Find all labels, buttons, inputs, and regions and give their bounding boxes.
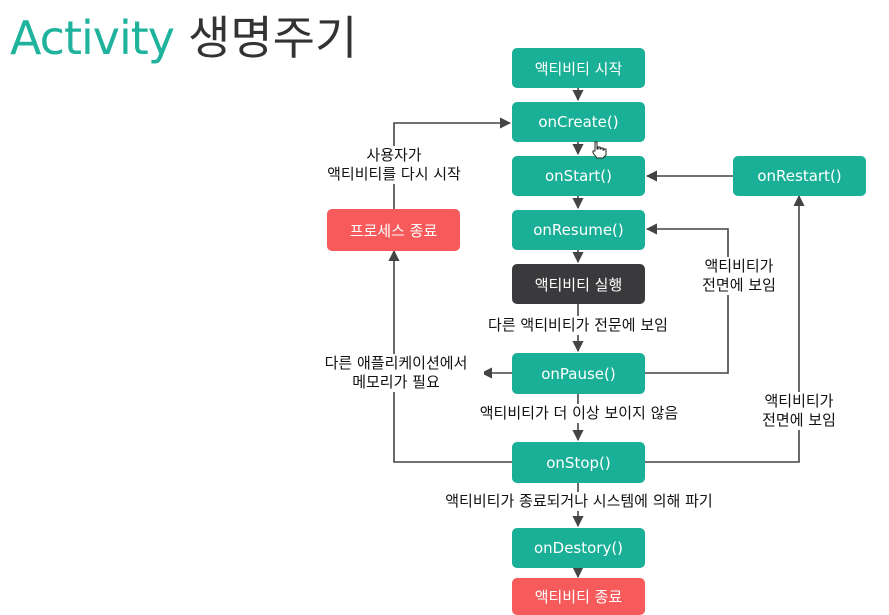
node-on-resume: onResume() bbox=[512, 210, 645, 250]
label-finishing: 액티비티가 종료되거나 시스템에 의해 파기 bbox=[420, 492, 738, 511]
node-activity-running: 액티비티 실행 bbox=[512, 264, 645, 304]
label-foreground-resume-line1: 액티비티가 bbox=[704, 257, 774, 275]
title-activity: Activity bbox=[10, 11, 175, 65]
node-activity-start: 액티비티 시작 bbox=[512, 48, 645, 88]
node-on-pause: onPause() bbox=[512, 353, 645, 394]
node-activity-end: 액티비티 종료 bbox=[512, 578, 645, 615]
label-foreground-resume-line2: 전면에 보임 bbox=[702, 276, 776, 294]
node-on-stop: onStop() bbox=[512, 442, 645, 483]
label-memory-needed-line2: 메모리가 필요 bbox=[352, 373, 440, 391]
label-foreground-restart-line2: 전면에 보임 bbox=[762, 411, 836, 429]
node-on-destroy: onDestory() bbox=[512, 528, 645, 568]
label-not-visible: 액티비티가 더 이상 보이지 않음 bbox=[460, 404, 698, 423]
label-user-restart-line2: 액티비티를 다시 시작 bbox=[327, 165, 461, 183]
node-process-killed: 프로세스 종료 bbox=[327, 209, 460, 251]
arrow-pause-to-resume bbox=[645, 223, 729, 374]
node-on-restart: onRestart() bbox=[733, 156, 866, 196]
hand-pointer-icon bbox=[592, 141, 607, 159]
label-other-foreground: 다른 액티비티가 전문에 보임 bbox=[470, 316, 686, 335]
arrow-stop-to-restart bbox=[645, 194, 805, 463]
label-memory-needed-line1: 다른 애플리케이션에서 bbox=[324, 354, 468, 372]
label-foreground-restart: 액티비티가 전면에 보임 bbox=[749, 392, 849, 430]
label-user-restart-line1: 사용자가 bbox=[366, 146, 422, 164]
arrow-stop-to-killed bbox=[388, 249, 512, 463]
label-user-restart: 사용자가 액티비티를 다시 시작 bbox=[312, 146, 476, 184]
title-lifecycle: 생명주기 bbox=[188, 11, 358, 65]
node-on-create: onCreate() bbox=[512, 102, 645, 142]
node-on-start: onStart() bbox=[512, 156, 645, 196]
label-foreground-restart-line1: 액티비티가 bbox=[764, 392, 834, 410]
label-foreground-resume: 액티비티가 전면에 보임 bbox=[689, 257, 789, 295]
label-memory-needed: 다른 애플리케이션에서 메모리가 필요 bbox=[308, 354, 484, 392]
